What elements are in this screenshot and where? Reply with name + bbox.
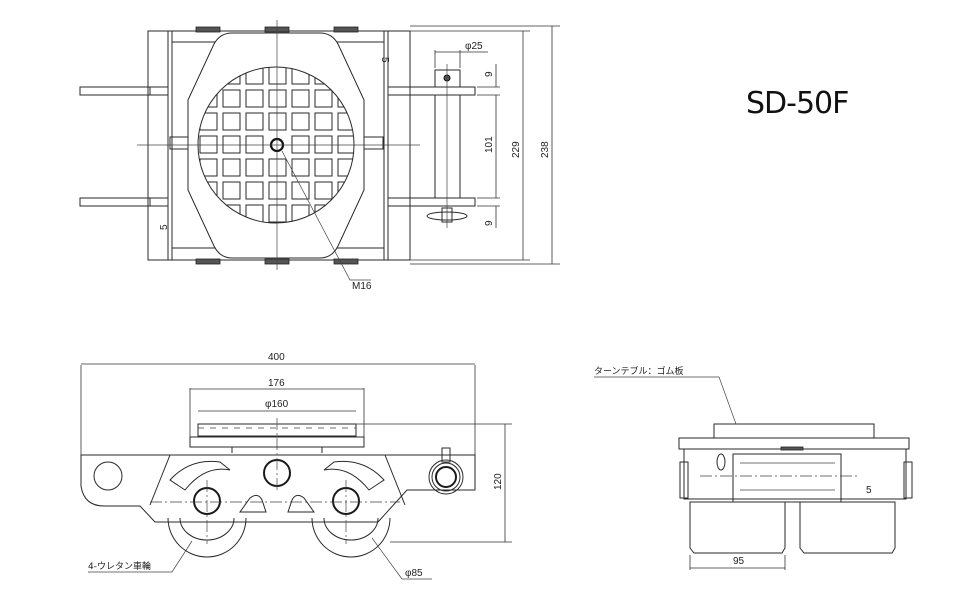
m16-label: M16 [352,281,372,292]
dim-plate-width: 176 [268,378,285,389]
dim-overall-length: 400 [268,352,285,363]
side-view: ターンテブル：ゴム板 5 95 [594,365,913,570]
turntable-callout: ターンテブル：ゴム板 [594,365,684,377]
wheels-callout: 4-ウレタン車輪 [88,560,151,572]
dim-wheel-width: 95 [733,556,745,567]
dim-pin-diameter: φ25 [465,41,483,52]
dim-handle-spacing: 101 [484,136,495,153]
dim-overall-height: 238 [540,141,551,158]
dim-pin-offset-bottom: 9 [484,220,495,226]
dim-inner-height: 229 [511,141,522,158]
dim-pin-offset-top: 9 [484,71,495,77]
handle-bar-upper [79,86,151,96]
handle-bar-lower [79,197,151,207]
front-view: 400 176 φ160 [80,352,512,580]
rotation-mark-bottom: 5 [159,224,170,230]
top-view: 5 5 M16 φ25 9 101 9 229 [79,20,560,292]
rotation-mark-top: 5 [379,57,390,63]
dim-turntable-diameter: φ160 [265,399,289,410]
wheel-diameter-callout: φ85 [405,568,423,579]
dim-front-overall-height: 120 [493,473,504,490]
side-rotation-mark: 5 [866,485,872,496]
model-title: SD-50F [746,86,849,121]
